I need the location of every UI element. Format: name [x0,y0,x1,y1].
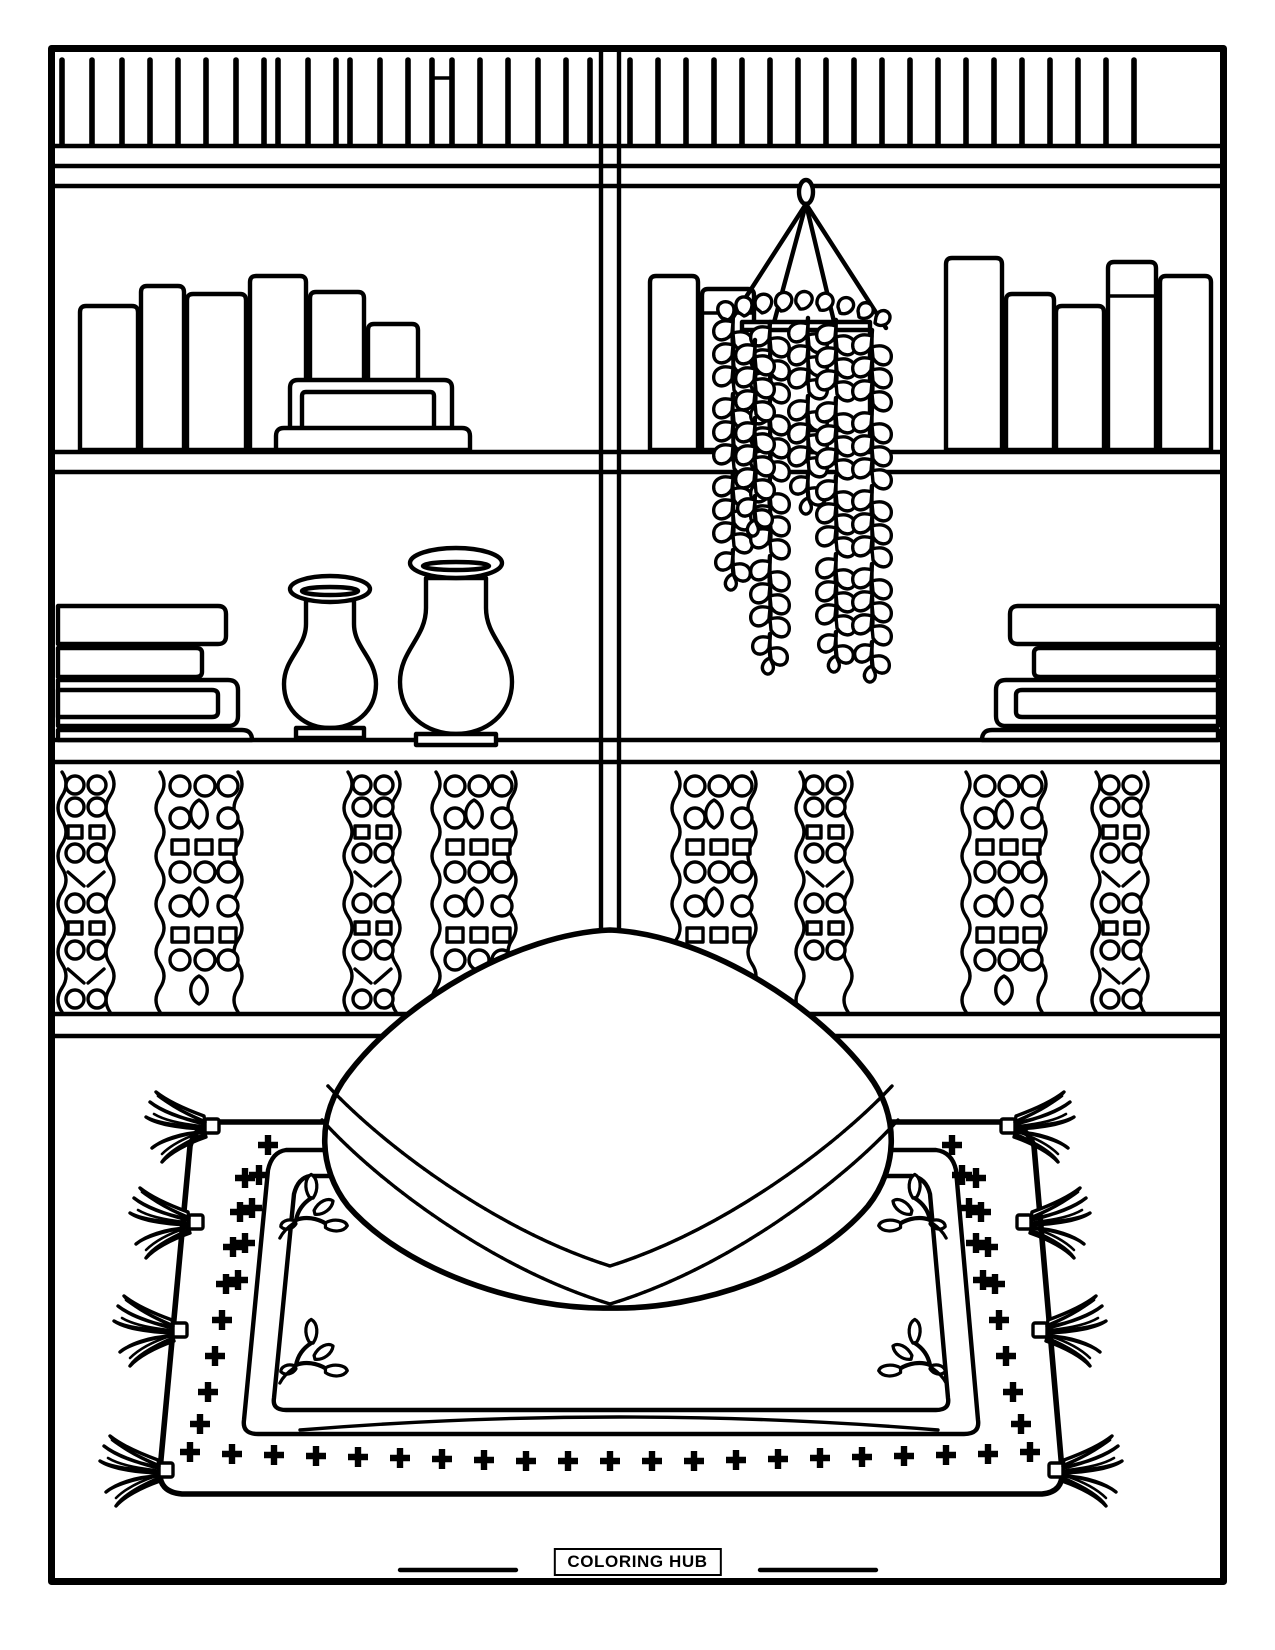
watermark-label: COLORING HUB [567,1552,708,1571]
trailing-vines [714,316,892,682]
watermark-logo: COLORING HUB [553,1548,722,1576]
textile-band [1090,770,1150,1014]
floor-cushion [320,927,900,1311]
vase-small [281,573,379,741]
textile-band [960,770,1048,1014]
vase-large [397,545,515,748]
rim-garland [716,289,892,328]
outer-border [48,45,1227,1585]
shelf-row-vases [55,545,1221,748]
textile-band [154,770,244,1014]
hanging-planter [714,177,892,682]
shelf-row-books-left [77,273,473,453]
textile-band [342,770,402,1014]
textile-band [670,770,758,1014]
textile-band [794,770,854,1014]
shelf-row-textiles [56,770,1150,1014]
shelf-row-top-books [59,57,1137,147]
textile-band [430,770,518,1014]
textile-band [56,770,116,1014]
